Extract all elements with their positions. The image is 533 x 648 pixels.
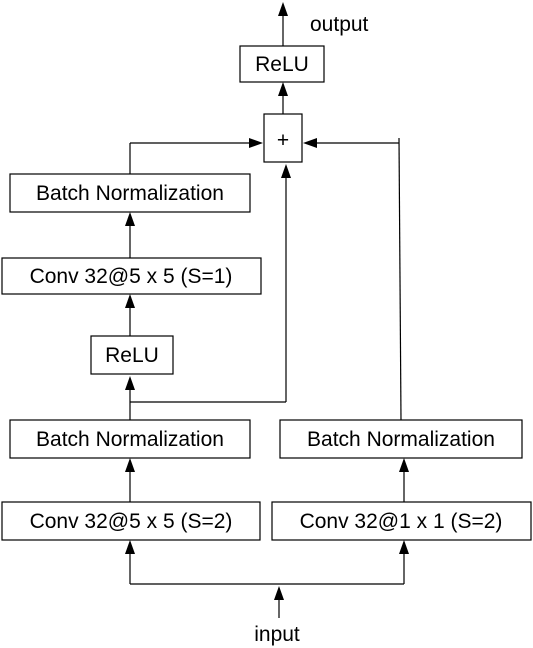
left-relu-box: ReLU bbox=[90, 335, 174, 375]
output-label: output bbox=[310, 13, 369, 36]
left-conv2-box: Conv 32@5 x 5 (S=1) bbox=[1, 257, 262, 295]
left-relu-arrowhead bbox=[125, 376, 135, 390]
left-conv1-label: Conv 32@5 x 5 (S=2) bbox=[30, 510, 233, 533]
right-conv-label: Conv 32@1 x 1 (S=2) bbox=[300, 510, 503, 533]
left-conv2-arrowhead bbox=[125, 294, 135, 308]
right-bn-label: Batch Normalization bbox=[307, 428, 495, 451]
right-conv-box: Conv 32@1 x 1 (S=2) bbox=[271, 501, 532, 541]
left-bn2-label: Batch Normalization bbox=[36, 182, 224, 205]
connectors bbox=[125, 2, 409, 618]
right-conv-arrowhead bbox=[399, 540, 409, 554]
input-label: input bbox=[254, 623, 300, 646]
plus-left-arrowhead bbox=[249, 138, 263, 148]
left-conv1-box: Conv 32@5 x 5 (S=2) bbox=[1, 501, 261, 541]
input-arrowhead bbox=[274, 586, 284, 600]
final-relu-box: ReLU bbox=[239, 45, 325, 83]
left-bn2-arrowhead bbox=[125, 212, 135, 226]
skip-arrowhead bbox=[281, 164, 291, 178]
output-arrowhead bbox=[278, 2, 288, 16]
left-bn1-box: Batch Normalization bbox=[9, 419, 251, 459]
sum-symbol: + bbox=[277, 129, 289, 152]
right-bn-up-wire bbox=[398, 137, 402, 421]
left-conv-arrowhead bbox=[125, 540, 135, 554]
plus-right-arrowhead bbox=[303, 138, 317, 148]
final-relu-arrowhead bbox=[278, 82, 288, 96]
left-relu-label: ReLU bbox=[105, 344, 159, 367]
left-conv2-label: Conv 32@5 x 5 (S=1) bbox=[30, 265, 233, 288]
right-bn-box: Batch Normalization bbox=[279, 419, 523, 459]
right-bn-arrowhead bbox=[399, 458, 409, 472]
left-bn1-label: Batch Normalization bbox=[36, 428, 224, 451]
sum-node: + bbox=[263, 113, 303, 163]
left-bn1-arrowhead bbox=[125, 458, 135, 472]
left-bn2-box: Batch Normalization bbox=[9, 173, 251, 213]
final-relu-label: ReLU bbox=[255, 53, 309, 76]
